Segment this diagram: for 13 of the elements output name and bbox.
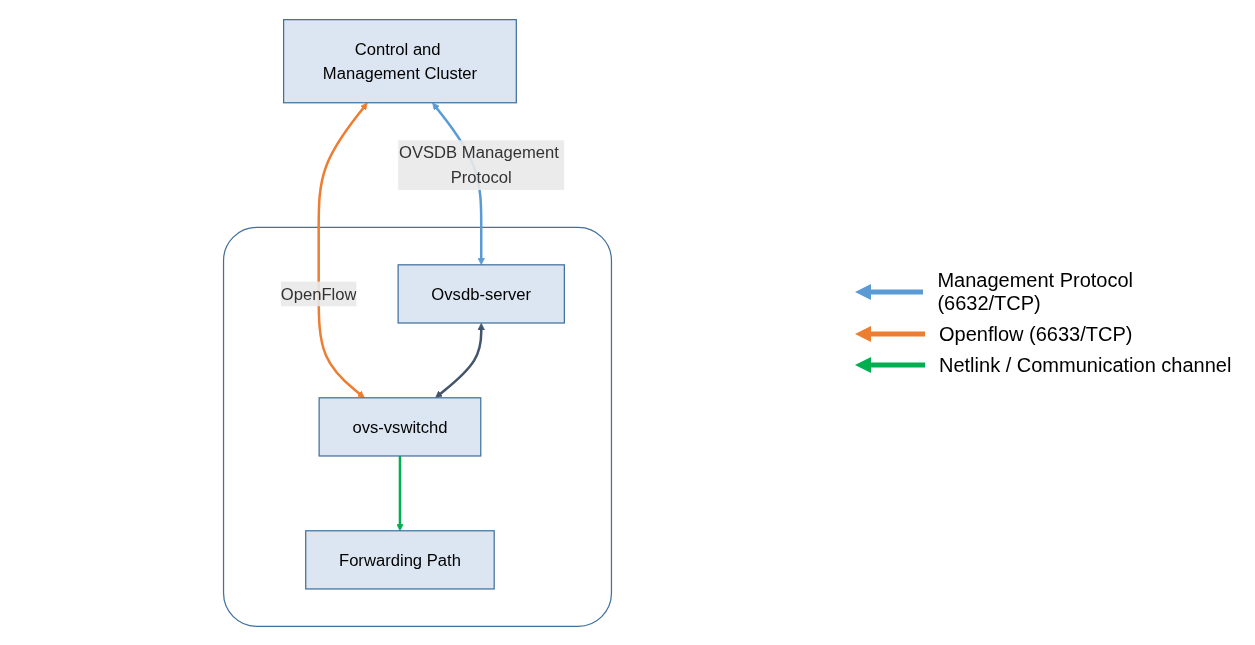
legend-text: Management Protocol (6632/TCP): [937, 268, 1135, 315]
node-box: Forwarding Path: [305, 529, 495, 590]
arrow: [396, 455, 404, 531]
legend-text: Openflow (6633/TCP): [939, 322, 1133, 346]
node-box: Control and Management Cluster: [282, 18, 517, 103]
node-box: ovs-vswitchd: [318, 396, 482, 457]
edge-label: OVSDB Management Protocol: [399, 142, 559, 187]
cluster: [222, 226, 613, 627]
legend-text: Netlink / Communication channel: [939, 353, 1232, 377]
edge-label: OpenFlow: [280, 284, 357, 303]
arrow: [435, 322, 485, 398]
node-box: Ovsdb-server: [397, 263, 565, 324]
arrow: [317, 102, 368, 398]
